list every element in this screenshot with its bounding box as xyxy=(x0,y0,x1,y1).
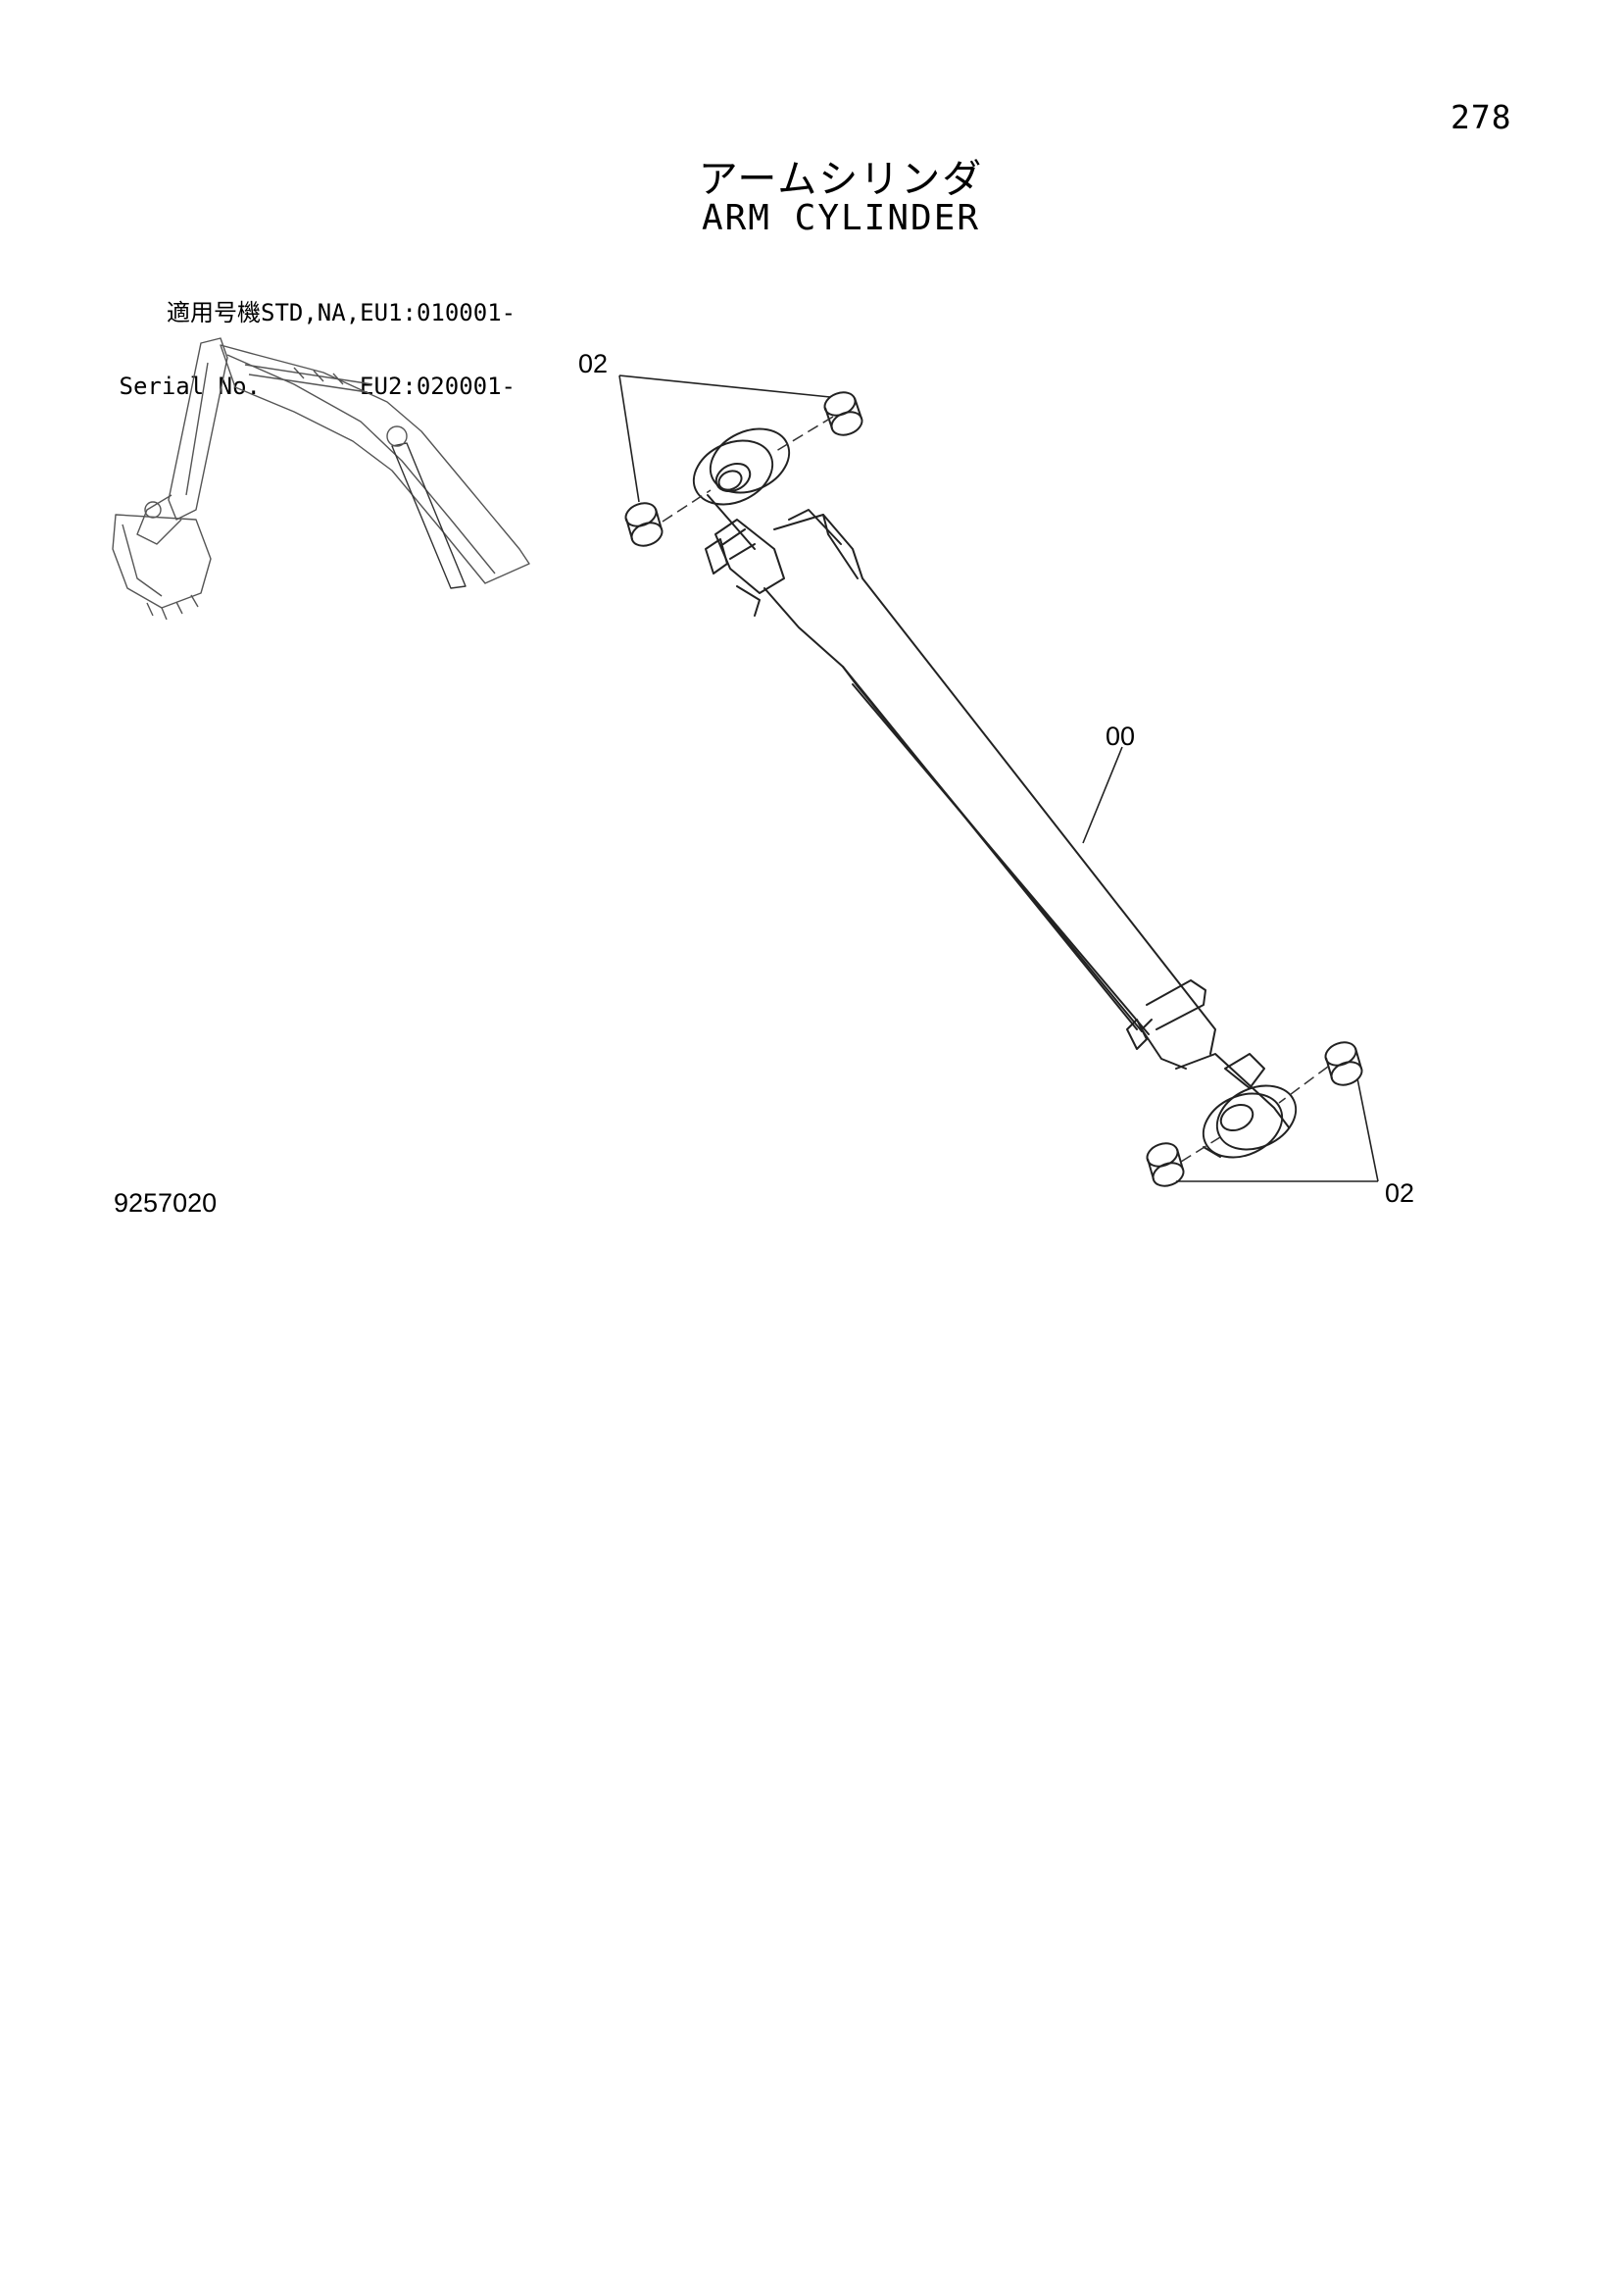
callout-cylinder: 00 xyxy=(1106,722,1135,751)
bushing-bottom-left xyxy=(1146,1142,1185,1187)
callout-bushing-bottom: 02 xyxy=(1385,1178,1414,1208)
arm-cylinder-drawing xyxy=(692,427,1298,1159)
bushing-top-left xyxy=(624,502,664,547)
page-number: 278 xyxy=(1451,98,1512,136)
serial-value-line2: EU2:020001- xyxy=(360,373,516,400)
leader-lines xyxy=(618,374,1379,1182)
page-title-japanese: アームシリンダ xyxy=(698,157,984,202)
bushing-parts xyxy=(624,391,1363,1187)
serial-row-2: Serial No. EU2:020001- xyxy=(114,374,516,399)
serial-label-japanese: 適用号機 xyxy=(167,299,261,326)
callout-bushing-top: 02 xyxy=(578,349,608,378)
assembly-centerlines xyxy=(662,416,1329,1163)
bushing-top-right xyxy=(823,391,863,436)
serial-value-line1: STD,NA,EU1:010001- xyxy=(261,299,516,326)
page-title-english: ARM CYLINDER xyxy=(701,198,981,238)
serial-applicability: 適用号機 STD,NA,EU1:010001- Serial No. EU2:0… xyxy=(114,252,516,424)
drawing-number: 9257020 xyxy=(114,1188,218,1218)
excavator-locator-sketch xyxy=(112,337,530,621)
bushing-bottom-right xyxy=(1324,1041,1363,1086)
serial-row-1: 適用号機 STD,NA,EU1:010001- xyxy=(114,301,516,325)
